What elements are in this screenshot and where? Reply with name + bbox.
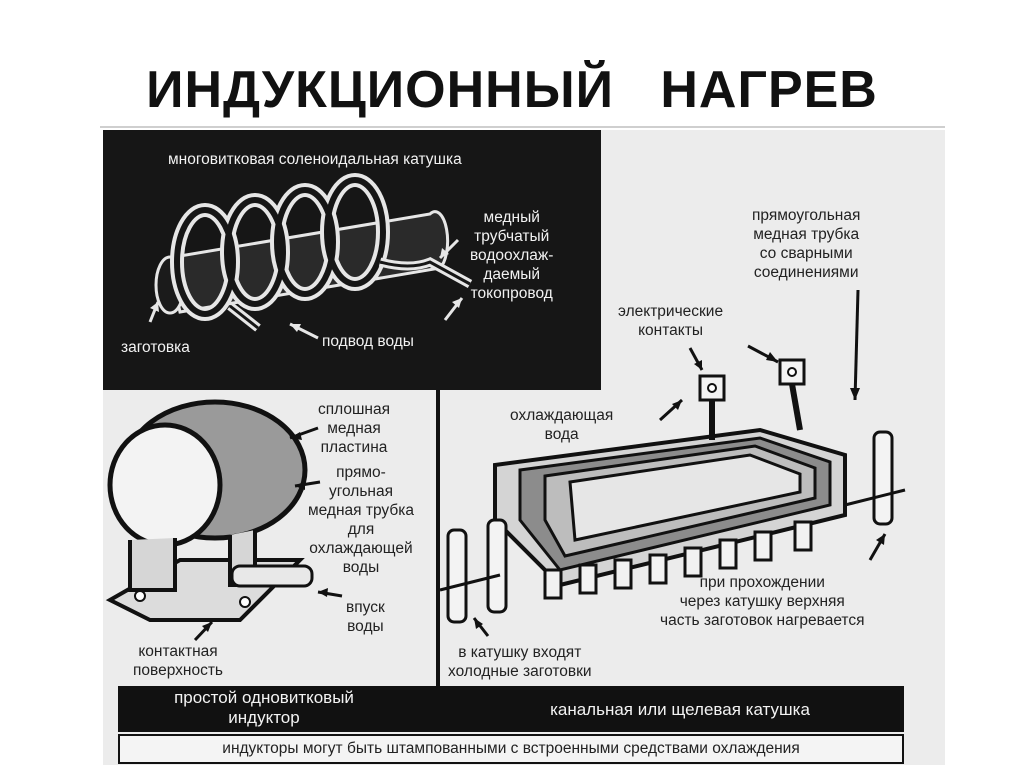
label-heating-note: при прохождении через катушку верхняя ча… [660,574,865,629]
label-electrical-contacts: электрические контакты [618,303,724,339]
label-rect-tube-welded: прямоугольная медная трубка со сварными … [752,207,861,281]
channel-coil [439,289,906,637]
label-water-supply: подвод воды [322,333,414,350]
label-coil-title: многовитковая соленоидальная катушка [168,151,462,168]
caption-single-turn: простой одновитковый индуктор [174,688,354,727]
caption-stamped-inductors: индукторы могут быть штампованными с вст… [118,734,904,764]
caption-channel-coil: канальная или щелевая катушка [550,700,810,719]
label-rect-tube-cooling: прямо- угольная медная трубка для охлажд… [308,464,414,576]
page-title: ИНДУКЦИОННЫЙ НАГРЕВ [146,61,878,119]
solenoid-coil [148,173,473,340]
label-cooling-water: охлаждающая вода [510,407,614,443]
label-workpiece: заготовка [121,339,190,356]
single-turn-inductor [105,399,343,642]
label-water-inlet: впуск воды [346,599,385,635]
section-divider [436,390,440,686]
label-contact-surface: контактная поверхность [133,643,223,679]
label-cold-blanks: в катушку входят холодные заготовки [448,644,592,680]
title-rule [100,126,945,128]
bottom-caption-bar [118,686,904,732]
label-solid-plate: сплошная медная пластина [318,401,390,456]
label-copper-conductor: медный трубчатый водоохлаж- даемый токоп… [470,209,554,302]
